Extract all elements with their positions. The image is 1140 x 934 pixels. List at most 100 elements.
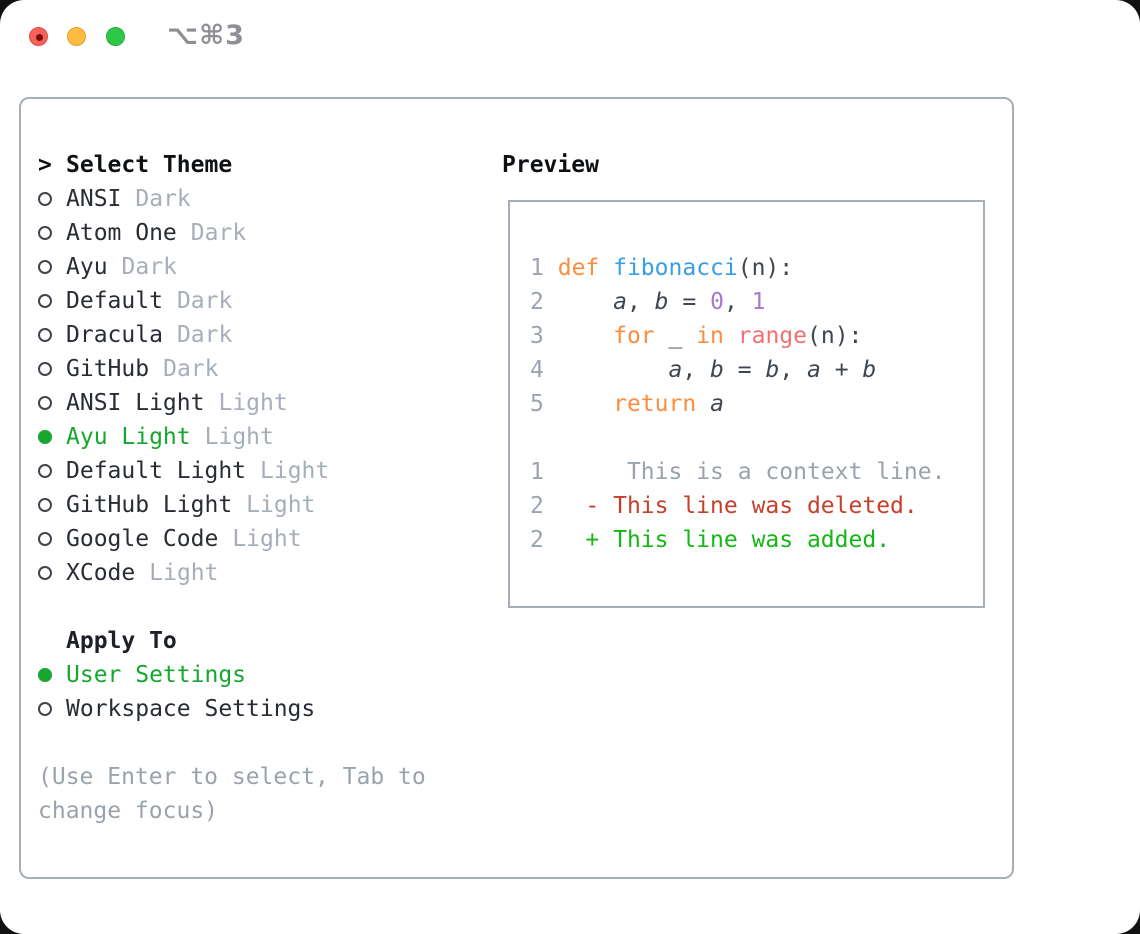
- token-kw: def: [557, 255, 614, 281]
- radio-dot-empty: [38, 328, 52, 342]
- keyboard-shortcut-label: ⌥⌘3: [167, 20, 245, 51]
- token-it: b: [765, 357, 780, 383]
- radio-dot-empty: [38, 498, 52, 512]
- token-ln: 3: [530, 323, 544, 349]
- apply-to-title: Apply To: [66, 628, 177, 654]
- preview-title: Preview: [502, 152, 599, 178]
- radio-dot-empty: [38, 362, 52, 376]
- theme-name: GitHub Light: [66, 492, 233, 518]
- theme-variant: Dark: [163, 356, 219, 382]
- spacer: [38, 590, 483, 624]
- token-pl: _: [654, 323, 697, 349]
- token-ln: 2: [530, 527, 544, 553]
- apply-option-user-settings[interactable]: User Settings: [38, 658, 483, 692]
- radio-icon: [38, 260, 66, 274]
- token-pl: [544, 323, 613, 349]
- blank-line: [530, 421, 983, 455]
- theme-name: Default: [66, 288, 163, 314]
- theme-variant: Dark: [176, 288, 233, 314]
- diff-context-line: 1 This is a context line.: [530, 455, 983, 489]
- theme-option-atom-one[interactable]: Atom One Dark: [38, 216, 483, 250]
- radio-icon: [38, 396, 66, 410]
- radio-selected-icon: [38, 668, 66, 682]
- token-pl: =: [668, 289, 711, 315]
- token-ln: 5: [530, 391, 544, 417]
- radio-icon: [38, 532, 66, 546]
- token-it: a: [807, 357, 821, 383]
- radio-dot-empty: [38, 396, 52, 410]
- spacer: [38, 726, 483, 760]
- radio-selected-icon: [38, 430, 66, 444]
- radio-dot-empty: [38, 464, 52, 478]
- token-nm: 0: [710, 289, 724, 315]
- apply-to-header: Apply To: [38, 624, 483, 658]
- titlebar: ⌥⌘3: [0, 0, 1140, 70]
- code-line: 3 for _ in range(n):: [530, 319, 983, 353]
- theme-variant: Dark: [190, 220, 247, 246]
- zoom-button[interactable]: [106, 27, 125, 46]
- radio-icon: [38, 328, 66, 342]
- radio-dot-filled: [38, 430, 52, 444]
- token-pl: ,: [626, 289, 655, 315]
- radio-dot-empty: [38, 294, 52, 308]
- theme-name: Google Code: [66, 526, 219, 552]
- token-it: b: [862, 357, 877, 383]
- theme-name: Ayu Light: [66, 424, 191, 450]
- theme-name: Default Light: [66, 458, 247, 484]
- token-it: a: [613, 289, 627, 315]
- prompt-icon: >: [38, 152, 52, 178]
- theme-option-ayu-light[interactable]: Ayu Light Light: [38, 420, 483, 454]
- theme-variant: Light: [204, 424, 274, 450]
- radio-icon: [38, 294, 66, 308]
- token-ln: 1: [530, 255, 544, 281]
- theme-variant: Light: [246, 492, 316, 518]
- theme-option-default[interactable]: Default Dark: [38, 284, 483, 318]
- code-line: 5 return a: [530, 387, 983, 421]
- token-it: a: [710, 391, 724, 417]
- select-theme-title: Select Theme: [66, 152, 233, 178]
- radio-dot-empty: [38, 260, 52, 274]
- theme-name: ANSI: [66, 186, 122, 212]
- theme-variant: Light: [149, 560, 219, 586]
- token-ctx: This is a context line.: [626, 459, 946, 485]
- token-pl: ,: [682, 357, 711, 383]
- minimize-button[interactable]: [67, 27, 86, 46]
- close-button[interactable]: [29, 27, 48, 46]
- token-add: + This line was added.: [585, 527, 891, 553]
- theme-option-default-light[interactable]: Default Light Light: [38, 454, 483, 488]
- token-pl: [544, 255, 558, 281]
- token-pl: [696, 391, 710, 417]
- theme-variant: Light: [260, 458, 330, 484]
- radio-dot-empty: [38, 702, 52, 716]
- code-line: 2 a, b = 0, 1: [530, 285, 983, 319]
- apply-option-label: User Settings: [66, 662, 247, 688]
- token-it: a: [668, 357, 683, 383]
- token-del: - This line was deleted.: [585, 493, 918, 519]
- radio-icon: [38, 192, 66, 206]
- theme-name: GitHub: [66, 356, 150, 382]
- radio-icon: [38, 464, 66, 478]
- theme-name: Atom One: [66, 220, 177, 246]
- apply-option-workspace-settings[interactable]: Workspace Settings: [38, 692, 483, 726]
- theme-name: Dracula: [66, 322, 163, 348]
- theme-option-github[interactable]: GitHub Dark: [38, 352, 483, 386]
- token-pl: [544, 459, 627, 485]
- theme-name: Ayu: [66, 254, 108, 280]
- token-pl: ,: [779, 357, 808, 383]
- radio-icon: [38, 566, 66, 580]
- code-line: 1 def fibonacci(n):: [530, 251, 983, 285]
- theme-option-github-light[interactable]: GitHub Light Light: [38, 488, 483, 522]
- diff-deleted-line: 2 - This line was deleted.: [530, 489, 983, 523]
- token-ln: 2: [530, 493, 544, 519]
- token-pl: (n):: [807, 323, 863, 349]
- token-pl: [544, 527, 586, 553]
